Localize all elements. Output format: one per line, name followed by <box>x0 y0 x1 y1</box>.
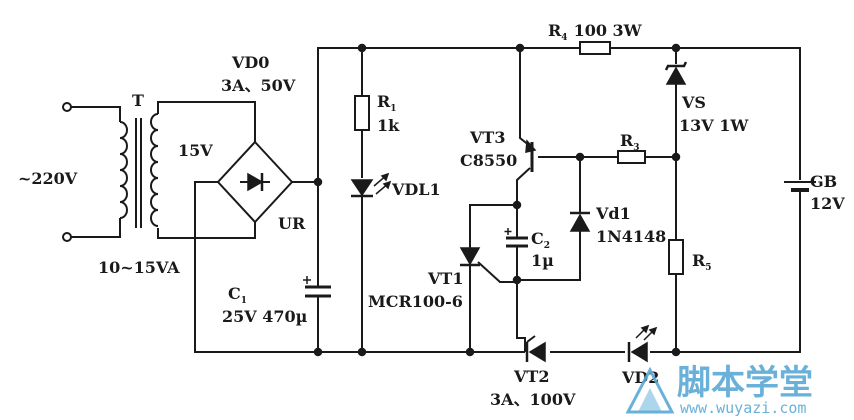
zener-vs <box>664 61 688 85</box>
watermark-text: 脚本学堂 <box>677 363 813 403</box>
c1-label: C1 <box>228 284 247 306</box>
vt2-rating-label: 3A、100V <box>490 390 576 409</box>
r5-label: R5 <box>692 251 712 273</box>
input-voltage-label: ~220V <box>18 169 78 188</box>
transformer-label: T <box>132 91 144 110</box>
r1-value-label: 1k <box>377 116 400 135</box>
bridge-block-label: UR <box>278 214 306 233</box>
thyristor-vt1 <box>459 247 481 267</box>
wiring <box>62 43 801 357</box>
led-vd2 <box>627 324 658 363</box>
led1-label: VDL1 <box>391 180 441 199</box>
r1-label: R1 <box>377 92 397 114</box>
vt2-label: VT2 <box>513 367 549 386</box>
capacitor-c1 <box>303 276 331 310</box>
transistor-vt3 <box>525 139 537 172</box>
vs-rating-label: 13V 1W <box>679 116 749 135</box>
c2-label: C2 <box>531 229 550 251</box>
vt1-label: VT1 <box>427 269 463 288</box>
vd1-type-label: 1N4148 <box>596 227 666 246</box>
secondary-voltage-label: 15V <box>178 141 213 160</box>
vd1-label: Vd1 <box>595 204 631 223</box>
vs-label: VS <box>681 93 706 112</box>
led-vdl1 <box>350 172 392 198</box>
c2-value-label: 1µ <box>531 251 554 270</box>
bridge-label: VD0 <box>231 53 269 72</box>
input-terminal-top <box>62 102 72 112</box>
r3-label: R3 <box>620 131 640 153</box>
input-terminal-bottom <box>62 232 72 242</box>
resistor-r4 <box>579 41 611 55</box>
diode-vd1 <box>569 211 591 232</box>
bridge-rating-label: 3A、50V <box>221 76 296 95</box>
vt3-type-label: C8550 <box>460 151 517 170</box>
vt1-type-label: MCR100-6 <box>368 292 463 311</box>
capacitor-c2 <box>504 228 528 248</box>
vt3-label: VT3 <box>469 128 505 147</box>
resistor-r1 <box>354 95 370 131</box>
watermark: 脚本学堂 www.wuyazi.com <box>625 363 813 417</box>
resistor-r5 <box>668 239 684 275</box>
transformer-symbol <box>119 113 159 228</box>
bridge-rectifier <box>216 140 294 224</box>
battery-gb <box>784 181 816 198</box>
battery-voltage-label: 12V <box>810 194 845 213</box>
watermark-url: www.wuyazi.com <box>680 399 806 417</box>
battery-label: GB <box>810 172 837 191</box>
thyristor-vt2 <box>525 335 546 363</box>
transformer-rating-label: 10~15VA <box>98 258 180 277</box>
c1-rating-label: 25V 470µ <box>222 307 308 326</box>
resistor-r3 <box>617 150 646 164</box>
watermark-logo-icon <box>625 366 675 414</box>
